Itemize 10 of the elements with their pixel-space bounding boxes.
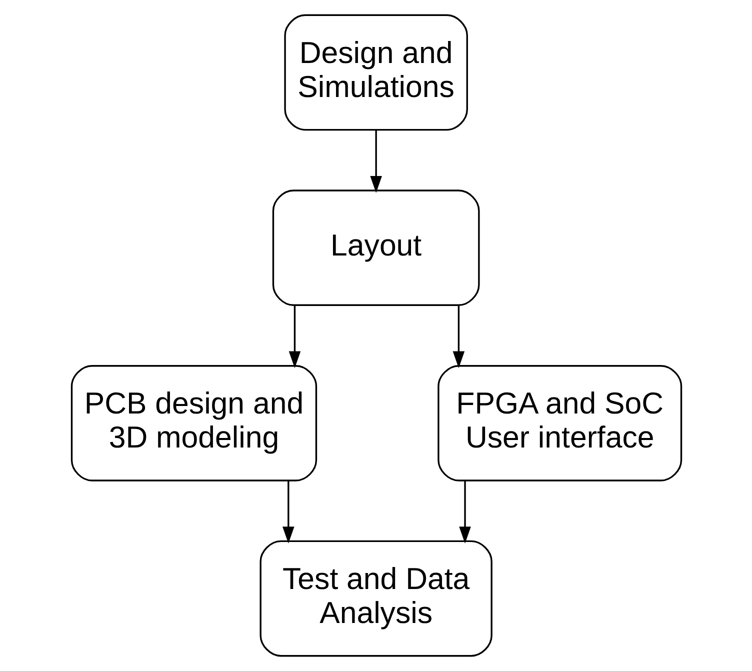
arrow: [282, 480, 294, 544]
arrow: [288, 305, 300, 368]
node-box: Design and Simulations: [284, 14, 468, 131]
node-box: FPGA and SoC User interface: [437, 365, 682, 482]
arrow: [452, 305, 464, 368]
arrow: [458, 480, 470, 544]
arrow: [370, 130, 382, 193]
node-box: Layout: [272, 190, 480, 306]
node-box: PCB design and 3D modeling: [70, 365, 317, 482]
node-box: Test and Data Analysis: [259, 540, 492, 657]
